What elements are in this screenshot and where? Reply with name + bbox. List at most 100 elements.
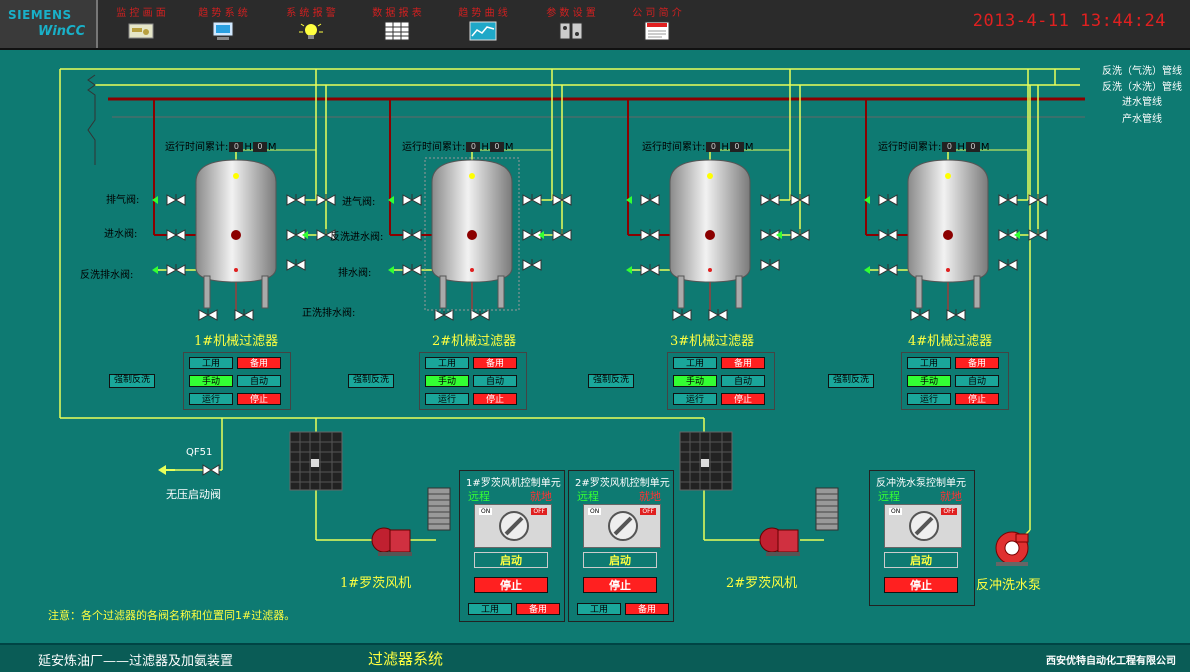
stop-button[interactable]: 停止 — [583, 577, 657, 593]
auto-button[interactable]: 自动 — [473, 375, 517, 387]
remote-local-selector-switch[interactable]: ON OFF — [474, 504, 552, 548]
nav-label: 参 数 设 置 — [546, 8, 596, 19]
remote-local-selector-switch[interactable]: ON OFF — [583, 504, 661, 548]
qf51-valve — [202, 464, 212, 476]
water-valve-outer[interactable] — [552, 229, 572, 241]
drain-valve[interactable] — [998, 259, 1018, 271]
run-button[interactable]: 运行 — [907, 393, 951, 405]
start-button[interactable]: 启动 — [474, 552, 548, 568]
nav-trend-system[interactable]: 趋 势 系 统 — [178, 0, 268, 48]
duty-button[interactable]: 工用 — [189, 357, 233, 369]
force-backwash-button-1[interactable]: 强制反洗 — [109, 374, 155, 388]
force-backwash-button-3[interactable]: 强制反洗 — [588, 374, 634, 388]
air-valve-outer[interactable] — [790, 194, 810, 206]
stop-button[interactable]: 停止 — [955, 393, 999, 405]
manual-button[interactable]: 手动 — [425, 375, 469, 387]
standby-button[interactable]: 备用 — [721, 357, 765, 369]
rinse-drain-valve-a[interactable] — [910, 309, 930, 321]
start-button[interactable]: 启动 — [583, 552, 657, 568]
drain-valve[interactable] — [286, 259, 306, 271]
stop-button[interactable]: 停止 — [474, 577, 548, 593]
water-valve-outer[interactable] — [790, 229, 810, 241]
drain-valve[interactable] — [760, 259, 780, 271]
backwash-drain-valve[interactable] — [878, 264, 898, 276]
flow-arrow — [864, 196, 870, 204]
fan1-silencer — [427, 487, 451, 531]
auto-button[interactable]: 自动 — [721, 375, 765, 387]
inlet-valve[interactable] — [640, 229, 660, 241]
rinse-drain-valve-b[interactable] — [946, 309, 966, 321]
backwash-inlet-valve[interactable] — [522, 229, 542, 241]
switch-on-label: ON — [889, 508, 903, 515]
rinse-drain-valve-b[interactable] — [470, 309, 490, 321]
standby-button[interactable]: 备用 — [473, 357, 517, 369]
water-valve-outer[interactable] — [1028, 229, 1048, 241]
standby-button[interactable]: 备用 — [516, 603, 560, 615]
inlet-valve[interactable] — [166, 229, 186, 241]
backwash-inlet-valve[interactable] — [760, 229, 780, 241]
backwash-inlet-valve[interactable] — [286, 229, 306, 241]
run-button[interactable]: 运行 — [673, 393, 717, 405]
duty-button[interactable]: 工用 — [673, 357, 717, 369]
nav-monitor[interactable]: 监 控 画 面 — [96, 0, 186, 48]
inlet-valve[interactable] — [878, 229, 898, 241]
manual-button[interactable]: 手动 — [907, 375, 951, 387]
unit-title: 反冲洗水泵控制单元 — [876, 478, 966, 489]
runtime-h-unit: H — [957, 142, 965, 153]
stop-button[interactable]: 停止 — [884, 577, 958, 593]
air-inlet-valve[interactable] — [998, 194, 1018, 206]
backwash-drain-valve[interactable] — [166, 264, 186, 276]
force-backwash-button-4[interactable]: 强制反洗 — [828, 374, 874, 388]
runtime-hours: 0 — [706, 142, 721, 152]
qf51-tag: QF51 — [186, 447, 213, 458]
standby-button[interactable]: 备用 — [955, 357, 999, 369]
drain-valve[interactable] — [522, 259, 542, 271]
air-valve-outer[interactable] — [316, 194, 336, 206]
air-inlet-valve[interactable] — [522, 194, 542, 206]
auto-button[interactable]: 自动 — [237, 375, 281, 387]
nav-parameters[interactable]: 参 数 设 置 — [526, 0, 616, 48]
force-backwash-button-2[interactable]: 强制反洗 — [348, 374, 394, 388]
remote-local-selector-switch[interactable]: ON OFF — [884, 504, 962, 548]
water-valve-outer[interactable] — [316, 229, 336, 241]
runtime-label: 运行时间累计: — [642, 142, 706, 153]
alarm-bulb-icon — [299, 23, 323, 39]
backwash-inlet-valve[interactable] — [998, 229, 1018, 241]
backwash-drain-valve[interactable] — [402, 264, 422, 276]
standby-button[interactable]: 备用 — [625, 603, 669, 615]
auto-button[interactable]: 自动 — [955, 375, 999, 387]
nav-trend-curve[interactable]: 趋 势 曲 线 — [438, 0, 528, 48]
inlet-valve[interactable] — [402, 229, 422, 241]
backwash-drain-valve[interactable] — [640, 264, 660, 276]
manual-button[interactable]: 手动 — [189, 375, 233, 387]
run-button[interactable]: 运行 — [189, 393, 233, 405]
nav-alarm[interactable]: 系 统 报 警 — [266, 0, 356, 48]
stop-button[interactable]: 停止 — [473, 393, 517, 405]
rinse-drain-valve-b[interactable] — [708, 309, 728, 321]
manual-button[interactable]: 手动 — [673, 375, 717, 387]
nav-data-report[interactable]: 数 据 报 表 — [352, 0, 442, 48]
rinse-drain-valve-a[interactable] — [434, 309, 454, 321]
vent-valve[interactable] — [640, 194, 660, 206]
duty-button[interactable]: 工用 — [468, 603, 512, 615]
nav-company[interactable]: 公 司 简 介 — [612, 0, 702, 48]
run-button[interactable]: 运行 — [425, 393, 469, 405]
stop-button[interactable]: 停止 — [721, 393, 765, 405]
standby-button[interactable]: 备用 — [237, 357, 281, 369]
air-inlet-valve[interactable] — [286, 194, 306, 206]
vent-valve[interactable] — [402, 194, 422, 206]
rinse-drain-valve-a[interactable] — [198, 309, 218, 321]
vent-valve[interactable] — [166, 194, 186, 206]
duty-button[interactable]: 工用 — [907, 357, 951, 369]
duty-button[interactable]: 工用 — [577, 603, 621, 615]
rinse-drain-valve-a[interactable] — [672, 309, 692, 321]
start-button[interactable]: 启动 — [884, 552, 958, 568]
air-valve-outer[interactable] — [552, 194, 572, 206]
air-valve-outer[interactable] — [1028, 194, 1048, 206]
duty-button[interactable]: 工用 — [425, 357, 469, 369]
stop-button[interactable]: 停止 — [237, 393, 281, 405]
vent-valve[interactable] — [878, 194, 898, 206]
rinse-drain-valve-b[interactable] — [234, 309, 254, 321]
switch-on-label: ON — [479, 508, 493, 515]
air-inlet-valve[interactable] — [760, 194, 780, 206]
